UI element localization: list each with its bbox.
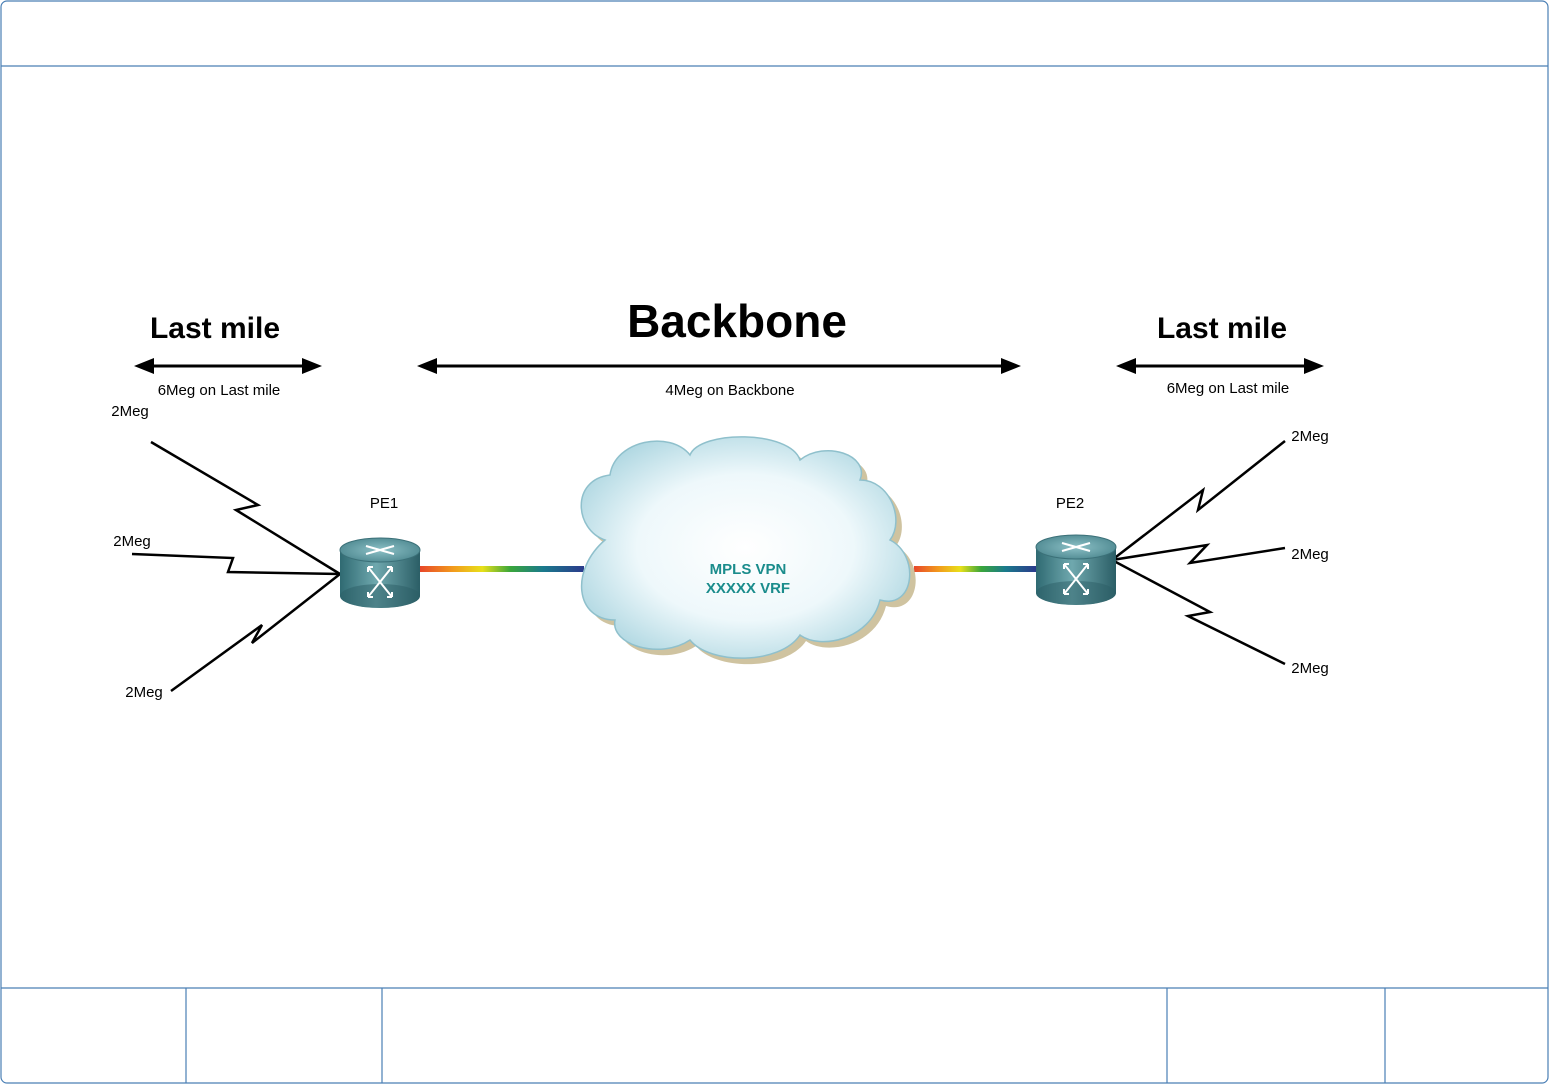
arrow-last-mile-left xyxy=(134,358,322,374)
arrow-backbone xyxy=(417,358,1021,374)
cloud-label-line2: XXXXX VRF xyxy=(706,580,790,597)
router-pe1-label: PE1 xyxy=(370,495,398,512)
serial-links-right xyxy=(1111,440,1286,666)
serial-link-right-2 xyxy=(1111,543,1286,565)
link-label-left-2: 2Meg xyxy=(113,533,151,550)
backbone-link-right xyxy=(914,566,1036,572)
bandwidth-label-right: 6Meg on Last mile xyxy=(1167,380,1290,397)
backbone-link-left xyxy=(420,566,584,572)
router-pe1-icon xyxy=(339,537,421,608)
router-pe2-icon xyxy=(1035,534,1117,605)
serial-link-right-1 xyxy=(1111,440,1286,561)
bandwidth-label-backbone: 4Meg on Backbone xyxy=(665,382,794,399)
link-label-left-3: 2Meg xyxy=(125,684,163,701)
link-label-left-1: 2Meg xyxy=(111,403,149,420)
heading-last-mile-left: Last mile xyxy=(150,312,280,345)
serial-link-right-3 xyxy=(1111,558,1286,666)
heading-backbone: Backbone xyxy=(627,295,847,347)
serial-link-left-1 xyxy=(150,440,341,576)
heading-last-mile-right: Last mile xyxy=(1157,312,1287,345)
serial-link-left-2 xyxy=(131,552,341,576)
router-pe2-label: PE2 xyxy=(1056,495,1084,512)
serial-link-left-3 xyxy=(170,573,341,693)
link-label-right-2: 2Meg xyxy=(1291,546,1329,563)
link-label-right-1: 2Meg xyxy=(1291,428,1329,445)
bandwidth-label-left: 6Meg on Last mile xyxy=(158,382,281,399)
cloud-label-line1: MPLS VPN xyxy=(710,561,787,578)
mpls-cloud xyxy=(580,436,916,665)
link-label-right-3: 2Meg xyxy=(1291,660,1329,677)
arrow-last-mile-right xyxy=(1116,358,1324,374)
serial-links-left xyxy=(131,440,341,693)
